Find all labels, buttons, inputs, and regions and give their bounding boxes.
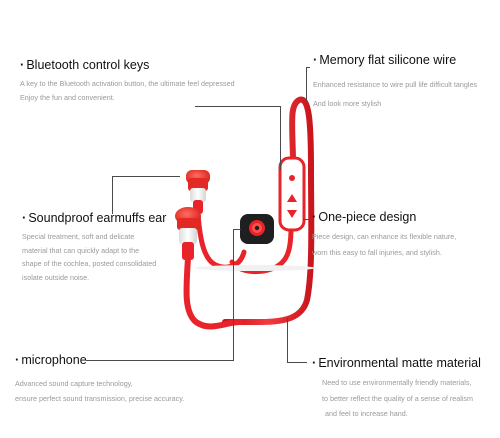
bullet-dot-icon: · xyxy=(15,352,20,367)
feature-title: Environmental matte material xyxy=(318,355,481,370)
cable-back-earbud xyxy=(195,211,247,270)
feature-desc: Advanced sound capture technology, ensur… xyxy=(15,379,185,403)
leader-earmuff-v xyxy=(112,176,113,214)
feature-memory-wire: · Memory flat silicone wire Enhanced res… xyxy=(313,52,498,113)
leader-bluetooth-v xyxy=(280,106,281,170)
feature-earmuffs: · Soundproof earmuffs ear Special treatm… xyxy=(22,210,192,284)
leader-bluetooth-h xyxy=(195,106,280,107)
leader-memory-h xyxy=(306,67,310,68)
bullet-dot-icon: · xyxy=(22,210,27,225)
feature-title: Soundproof earmuffs ear xyxy=(28,210,167,225)
feature-bluetooth-keys: · Bluetooth control keys A key to the Bl… xyxy=(20,57,280,104)
bullet-dot-icon: · xyxy=(20,57,25,72)
leader-matte-h xyxy=(287,318,288,362)
feature-microphone: · microphone Advanced sound capture tech… xyxy=(15,352,215,406)
leader-mic-h xyxy=(86,360,234,361)
feature-desc: Piece design, can enhance its flexible n… xyxy=(312,232,457,257)
bullet-dot-icon: · xyxy=(312,355,317,370)
feature-desc: Need to use environmentally friendly mat… xyxy=(322,378,474,418)
cable-left-earbud xyxy=(183,255,243,330)
leader-mic-link xyxy=(233,229,241,230)
feature-title: Bluetooth control keys xyxy=(26,57,150,72)
feature-title: microphone xyxy=(21,352,87,367)
feature-desc: Enhanced resistance to wire pull life di… xyxy=(313,80,478,108)
feature-desc: A key to the Bluetooth activation button… xyxy=(20,79,235,102)
bullet-dot-icon: · xyxy=(313,52,318,67)
leader-memory-v xyxy=(306,67,307,101)
feature-one-piece: · One-piece design Piece design, can enh… xyxy=(312,209,497,261)
feature-title: Memory flat silicone wire xyxy=(319,52,457,67)
microphone-pod-icon xyxy=(240,214,274,244)
feature-title: One-piece design xyxy=(318,209,417,224)
remote-control-icon xyxy=(278,156,306,232)
earbud-icon-front xyxy=(175,207,201,260)
leader-earmuff-h xyxy=(112,176,180,177)
leader-mic-v xyxy=(233,229,234,360)
bullet-dot-icon: · xyxy=(312,209,317,224)
feature-desc: Special treatment, soft and delicate mat… xyxy=(22,232,157,282)
cable-upper-loop xyxy=(222,96,315,325)
leader-matte-link xyxy=(287,362,307,363)
leader-onepiece xyxy=(303,219,311,220)
feature-matte-material: · Environmental matte material Need to u… xyxy=(312,355,497,422)
